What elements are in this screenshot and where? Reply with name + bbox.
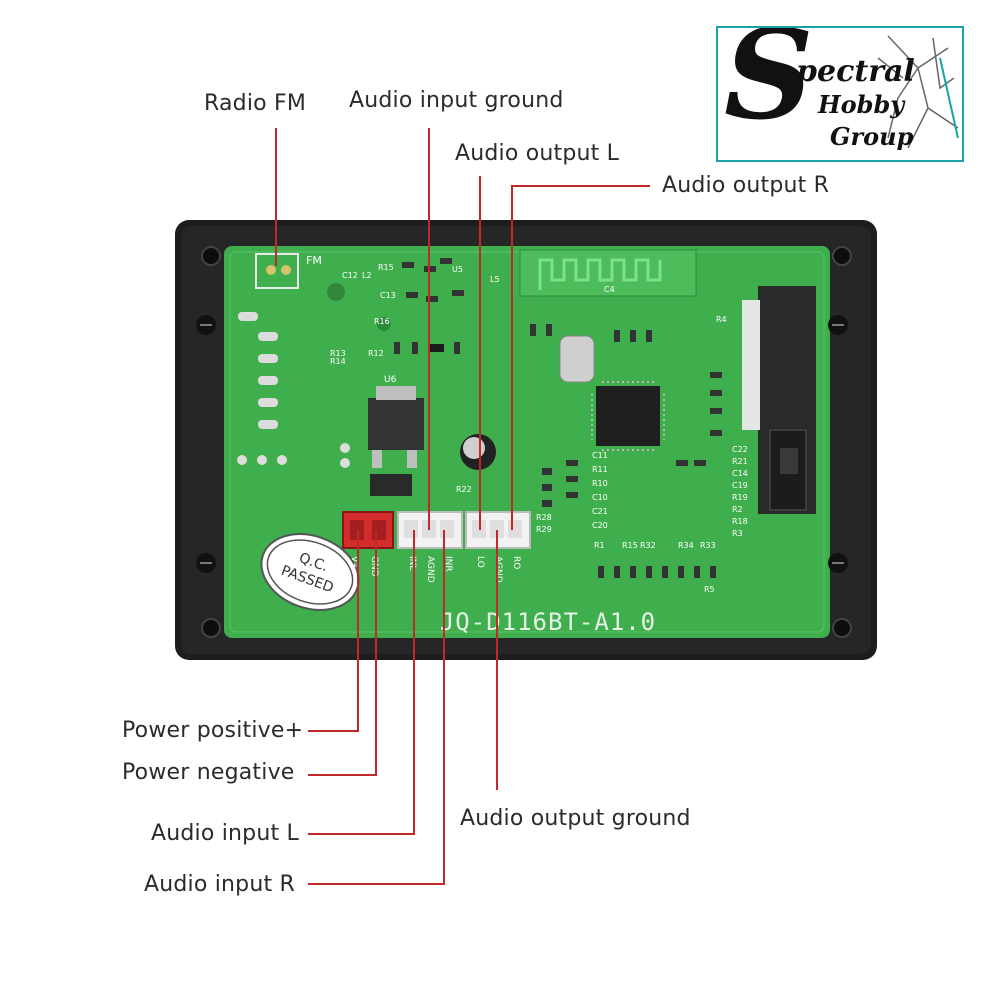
chip-u6-mark: U6 [384, 375, 397, 385]
component-ref: R1 [594, 541, 605, 550]
component-ref: R14 [330, 357, 346, 366]
pin-label: INR [443, 556, 453, 572]
component-ref: C20 [592, 521, 608, 530]
component-ref: R13 [330, 349, 346, 358]
pin-label: RO [511, 556, 521, 569]
component-ref: R18 [732, 517, 748, 526]
label-power-positive: Power positive+ [122, 718, 304, 743]
component-ref: R5 [704, 585, 715, 594]
component-ref: U5 [452, 265, 463, 274]
crystal-oscillator [559, 335, 595, 383]
component-ref: C4 [604, 285, 615, 294]
pin-label: LO [475, 556, 485, 568]
frame-screw-icons [201, 246, 852, 638]
component-ref: R33 [700, 541, 716, 550]
logo-word-2: Hobby [818, 90, 905, 119]
model-number: JQ-D116BT-A1.0 [440, 608, 656, 636]
component-ref: R28 [536, 513, 552, 522]
leader-power-negative [308, 530, 377, 776]
pcb-screw-icons [196, 315, 848, 573]
pin-label: INL [407, 556, 417, 570]
label-audio-output-l: Audio output L [455, 141, 620, 166]
component-ref: R10 [592, 479, 608, 488]
logo-word-3: Group [830, 122, 914, 151]
bluetooth-chip [596, 386, 660, 446]
component-ref: C12 [342, 271, 358, 280]
spectral-hobby-group-logo: S pectral Hobby Group [716, 26, 964, 162]
leader-audio-output-r [511, 185, 650, 530]
component-ref: C22 [732, 445, 748, 454]
pin-label: GND [369, 556, 379, 577]
component-ref: R21 [732, 457, 748, 466]
smd-components [394, 258, 722, 578]
robot-sketch-icon [877, 35, 959, 149]
logo-letter: S [724, 26, 814, 148]
label-power-negative: Power negative [122, 760, 295, 785]
component-ref: R29 [536, 525, 552, 534]
label-audio-output-r: Audio output R [662, 173, 830, 198]
component-ref: R3 [732, 529, 743, 538]
qc-passed-sticker: Q.C. PASSED [260, 533, 360, 611]
label-audio-input-ground: Audio input ground [349, 88, 564, 113]
component-ref: R32 [640, 541, 656, 550]
component-ref: C19 [732, 481, 748, 490]
regulator-chip [368, 398, 424, 450]
pin-label: V+ [349, 556, 359, 570]
component-ref: R2 [732, 505, 743, 514]
leader-power-positive [308, 530, 359, 732]
pin-label: AGND [425, 556, 435, 583]
leader-audio-input-r [308, 530, 445, 885]
component-ref: C13 [380, 291, 396, 300]
component-ref: L2 [362, 271, 372, 280]
component-ref: R15 [378, 263, 394, 272]
component-ref: R15 [622, 541, 638, 550]
component-ref: C10 [592, 493, 608, 502]
component-ref: L5 [490, 275, 500, 284]
label-audio-output-ground: Audio output ground [460, 806, 691, 831]
label-radio-fm: Radio FM [204, 91, 307, 116]
component-ref: R19 [732, 493, 748, 502]
component-ref: R4 [716, 315, 727, 324]
logo-word-1: pectral [796, 54, 915, 89]
fm-mark: FM [306, 254, 322, 267]
leader-audio-input-l [308, 530, 415, 835]
component-ref: R22 [456, 485, 472, 494]
component-ref: C14 [732, 469, 748, 478]
label-audio-input-r: Audio input R [144, 872, 295, 897]
component-ref: R16 [374, 317, 390, 326]
component-ref: R12 [368, 349, 384, 358]
component-ref: R11 [592, 465, 608, 474]
component-ref: C21 [592, 507, 608, 516]
component-ref: R34 [678, 541, 694, 550]
solder-pads [237, 283, 391, 468]
label-audio-input-l: Audio input L [151, 821, 299, 846]
component-ref: C11 [592, 451, 608, 460]
